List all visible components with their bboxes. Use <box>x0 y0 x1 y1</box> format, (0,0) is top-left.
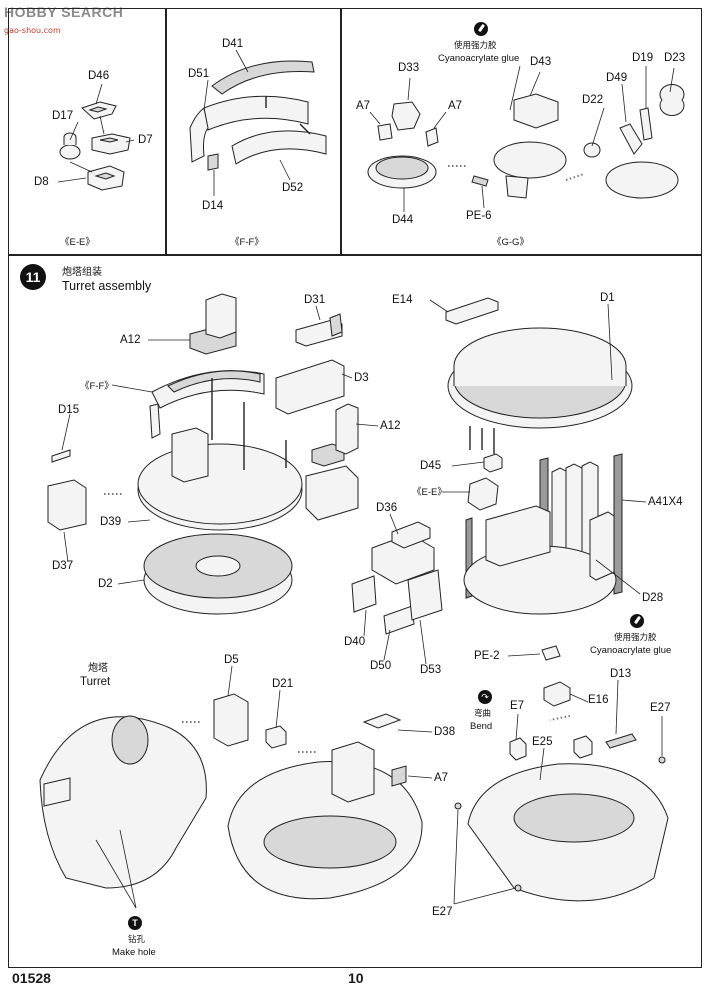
part-label: D2 <box>98 578 113 590</box>
part-label: D45 <box>420 460 442 472</box>
ee-reference: 《E-E》 <box>412 487 447 498</box>
step-title-cn: 炮塔组装 <box>62 267 102 278</box>
ff-assembly-drawing <box>189 49 327 196</box>
part-label: PE-6 <box>466 210 492 222</box>
part-label: D50 <box>370 660 392 672</box>
turret-floor-assembly-drawing <box>47 293 379 615</box>
part-label: E27 <box>650 702 671 714</box>
page-number: 10 <box>348 970 364 986</box>
part-label: D44 <box>392 214 414 226</box>
part-label: D52 <box>282 182 304 194</box>
glue-icon <box>474 22 488 36</box>
glue-label-cn: 使用强力胶 <box>454 41 497 51</box>
part-label: D5 <box>224 654 239 666</box>
part-label: D46 <box>88 70 110 82</box>
part-label: E14 <box>392 294 413 306</box>
part-label: E16 <box>588 694 609 706</box>
turret-shell-drawings <box>39 645 669 909</box>
panel-caption: 《F-F》 <box>230 237 264 248</box>
kit-number: 01528 <box>12 970 51 986</box>
step-number-badge: 11 <box>20 264 46 290</box>
part-label: E27 <box>432 906 453 918</box>
part-label: E25 <box>532 736 553 748</box>
part-label: E7 <box>510 700 525 712</box>
part-label: D14 <box>202 200 224 212</box>
glue-icon <box>630 614 644 628</box>
part-label: D19 <box>632 52 654 64</box>
watermark-url: gao-shou.com <box>4 26 61 35</box>
turret-label-en: Turret <box>80 676 111 688</box>
part-label: D28 <box>642 592 664 604</box>
glue-label-en: Cyanoacrylate glue <box>438 53 520 64</box>
part-label: D31 <box>304 294 326 306</box>
panel-gg <box>340 8 702 256</box>
ee-assembly-drawing <box>57 83 135 191</box>
drill-hole-icon: T <box>128 916 142 930</box>
part-label: PE-2 <box>474 650 500 662</box>
bend-label-cn: 弯曲 <box>474 709 492 719</box>
part-label: A12 <box>120 334 141 346</box>
part-label: D37 <box>52 560 74 572</box>
part-label: A7 <box>434 772 449 784</box>
panel-ff <box>165 8 342 256</box>
part-label: D38 <box>434 726 456 738</box>
gg-assembly-drawing <box>367 65 685 212</box>
part-label: D23 <box>664 52 686 64</box>
part-label: D13 <box>610 668 632 680</box>
part-label: D43 <box>530 56 552 68</box>
glue-label-cn: 使用强力胶 <box>614 633 657 643</box>
part-label: A41X4 <box>648 496 683 508</box>
panel-caption: 《G-G》 <box>492 237 529 248</box>
part-label: D51 <box>188 68 210 80</box>
part-label: D39 <box>100 516 122 528</box>
part-label: D36 <box>376 502 398 514</box>
part-label: D21 <box>272 678 294 690</box>
turret-basket-assembly-drawing <box>351 297 647 665</box>
hole-label-cn: 钻孔 <box>128 935 146 945</box>
part-label: A12 <box>380 420 401 432</box>
part-label: D17 <box>52 110 74 122</box>
panel-ee <box>8 8 167 256</box>
part-label: A7 <box>448 100 463 112</box>
part-label: D40 <box>344 636 366 648</box>
part-label: D1 <box>600 292 615 304</box>
hole-label-en: Make hole <box>112 947 156 958</box>
step-11-frame <box>8 254 702 968</box>
panel-caption: 《E-E》 <box>60 237 95 248</box>
step-title-en: Turret assembly <box>62 279 152 293</box>
part-label: D15 <box>58 404 80 416</box>
ff-reference: 《F-F》 <box>80 381 114 392</box>
part-label: D53 <box>420 664 442 676</box>
glue-label-en: Cyanoacrylate glue <box>590 645 672 656</box>
part-label: D7 <box>138 134 153 146</box>
part-label: D41 <box>222 38 244 50</box>
bend-label-en: Bend <box>470 721 493 732</box>
part-label: D33 <box>398 62 420 74</box>
bend-icon: ↷ <box>478 690 492 704</box>
part-label: D49 <box>606 72 628 84</box>
turret-label-cn: 炮塔 <box>88 663 108 674</box>
part-label: D8 <box>34 176 49 188</box>
part-label: A7 <box>356 100 371 112</box>
part-label: D3 <box>354 372 369 384</box>
part-label: D22 <box>582 94 604 106</box>
